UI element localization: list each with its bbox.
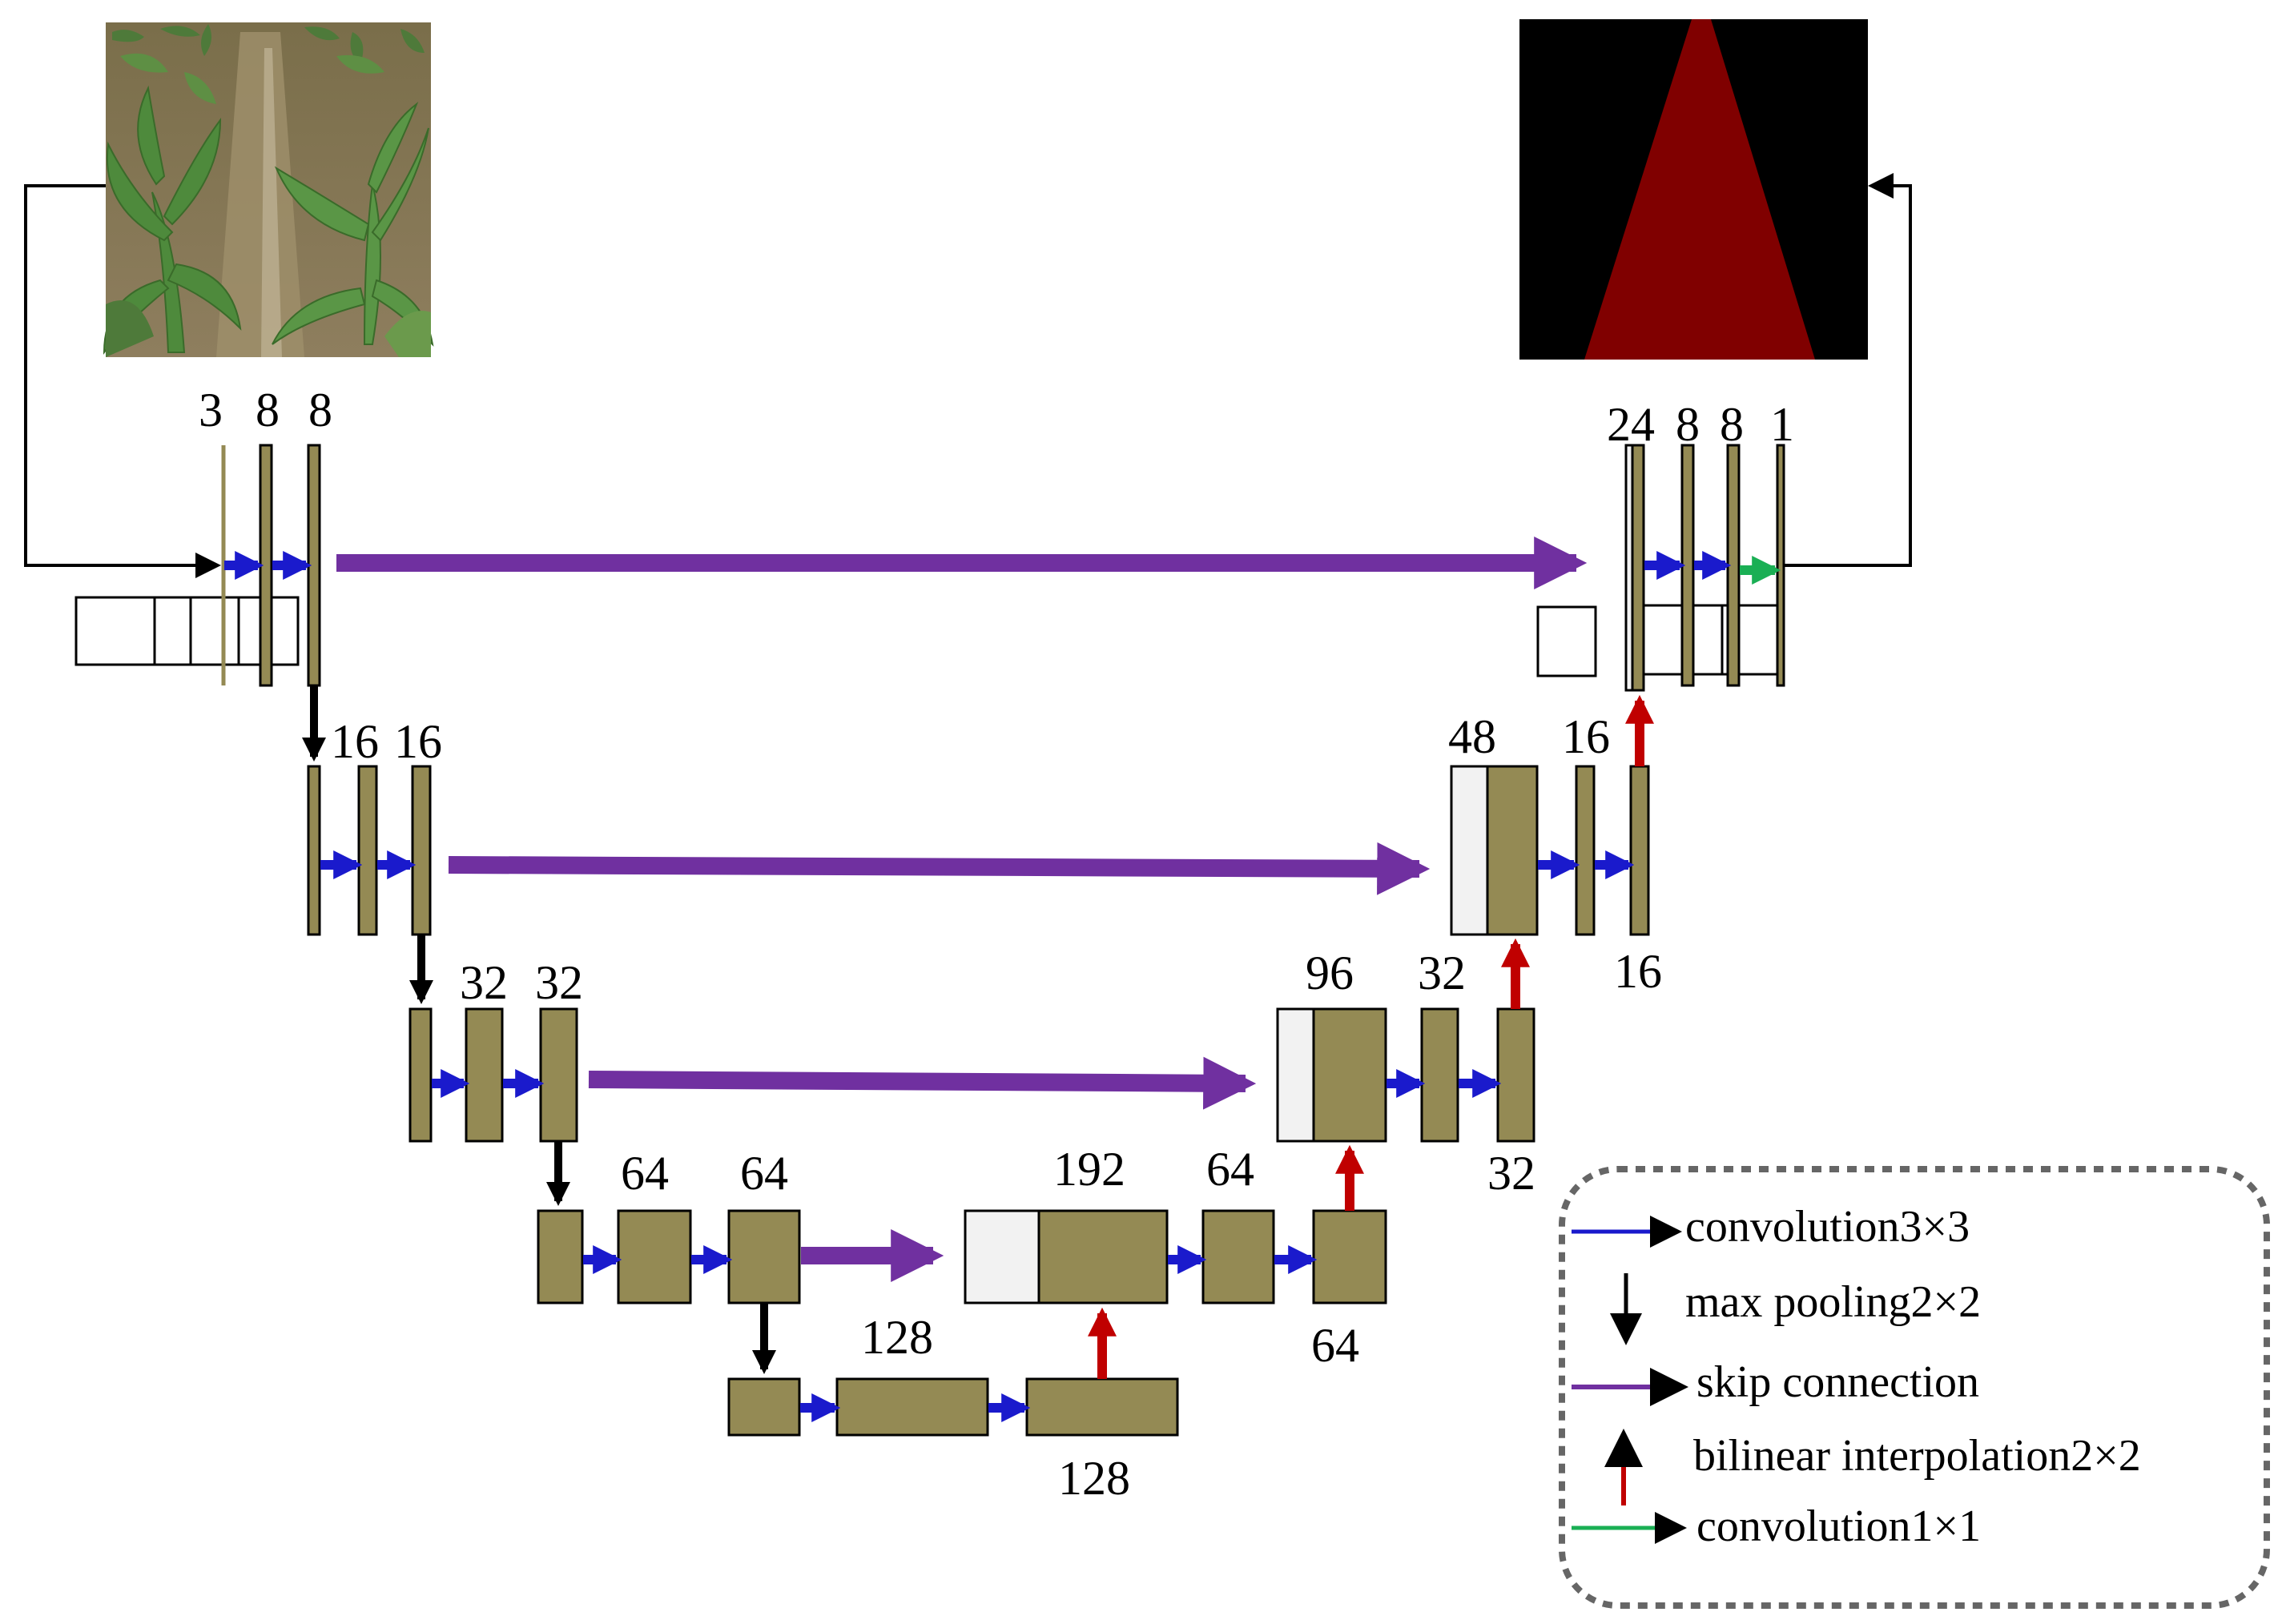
legend-label: convolution3×3 [1685, 1202, 1970, 1252]
legend: convolution3×3 max pooling2×2 skip conne… [1559, 1166, 2270, 1609]
feature-map [409, 1007, 433, 1143]
output-kernel-box [1536, 605, 1597, 677]
concat-map [1276, 1007, 1315, 1143]
feature-map [1496, 1007, 1535, 1143]
feature-map [1312, 1209, 1387, 1304]
output-connector [1785, 173, 1912, 567]
encoder-level-1 [74, 444, 321, 687]
channel-label: 8 [1676, 398, 1700, 451]
decoder-level-4 [964, 1209, 1387, 1304]
input-kernel-box [189, 596, 240, 666]
feature-map [357, 765, 378, 936]
channel-labels: 3 8 8 16 16 32 32 64 64 128 128 192 64 6… [199, 384, 1794, 1505]
channel-label: 16 [394, 715, 442, 768]
legend-label: max pooling2×2 [1685, 1277, 1981, 1327]
concat-map [964, 1209, 1040, 1304]
channel-label: 8 [1720, 398, 1744, 451]
legend-box [1559, 1166, 2270, 1609]
feature-map [835, 1377, 989, 1437]
feature-map [307, 765, 321, 936]
feature-map [727, 1377, 801, 1437]
feature-map [1726, 444, 1741, 687]
channel-label: 16 [331, 715, 379, 768]
legend-label: convolution1×1 [1696, 1501, 1981, 1551]
channel-label: 8 [256, 384, 280, 436]
feature-map [1312, 1007, 1387, 1143]
feature-map [1631, 444, 1645, 692]
channel-label: 64 [621, 1147, 669, 1200]
concat-map [1450, 765, 1489, 936]
input-image [103, 22, 434, 357]
feature-map [259, 444, 273, 687]
input-connector [24, 184, 221, 578]
channel-label: 24 [1607, 398, 1655, 451]
channel-label: 64 [740, 1147, 788, 1200]
input-kernel-box [153, 596, 192, 666]
feature-map [539, 1007, 578, 1143]
feature-map [1629, 765, 1650, 936]
feature-map [1680, 444, 1695, 687]
channel-label: 64 [1311, 1319, 1359, 1372]
decoder-level-3 [1276, 1007, 1535, 1143]
channel-label: 128 [861, 1311, 933, 1364]
channel-label: 8 [308, 384, 332, 436]
feature-map [1420, 1007, 1459, 1143]
feature-map [307, 444, 321, 687]
channel-label: 3 [199, 384, 223, 436]
feature-map [617, 1209, 692, 1304]
legend-label: skip connection [1696, 1357, 1979, 1407]
feature-map [411, 765, 432, 936]
channel-label: 96 [1306, 947, 1354, 999]
encoder-level-4 [537, 1209, 801, 1304]
feature-map [465, 1007, 504, 1143]
feature-map [727, 1209, 801, 1304]
channel-label: 1 [1770, 398, 1794, 451]
encoder-level-3 [409, 1007, 578, 1143]
feature-map [1575, 765, 1596, 936]
feature-map [1037, 1209, 1169, 1304]
feature-map [1201, 1209, 1275, 1304]
skip-connection-arrow [448, 842, 1431, 895]
channel-label: 32 [460, 956, 508, 1009]
bottleneck [727, 1377, 1179, 1437]
decoder-level-2 [1450, 765, 1650, 936]
input-kernel-box [74, 596, 156, 666]
channel-label: 192 [1053, 1143, 1125, 1196]
feature-map [1776, 444, 1785, 687]
channel-label: 32 [1487, 1147, 1535, 1200]
channel-label: 128 [1058, 1452, 1130, 1505]
feature-map [1025, 1377, 1179, 1437]
skip-connection-arrow [588, 1056, 1257, 1110]
feature-map [537, 1209, 584, 1304]
legend-label: bilinear interpolation2×2 [1693, 1431, 2141, 1481]
channel-label: 16 [1562, 710, 1610, 763]
encoder-level-2 [307, 765, 432, 936]
output-mask [1519, 19, 1868, 360]
channel-label: 64 [1206, 1143, 1254, 1196]
feature-map [1486, 765, 1539, 936]
channel-label: 16 [1614, 945, 1662, 998]
channel-label: 32 [1418, 947, 1466, 999]
channel-label: 48 [1448, 710, 1496, 763]
channel-label: 32 [535, 956, 583, 1009]
output-kernel-box [1640, 604, 1688, 676]
